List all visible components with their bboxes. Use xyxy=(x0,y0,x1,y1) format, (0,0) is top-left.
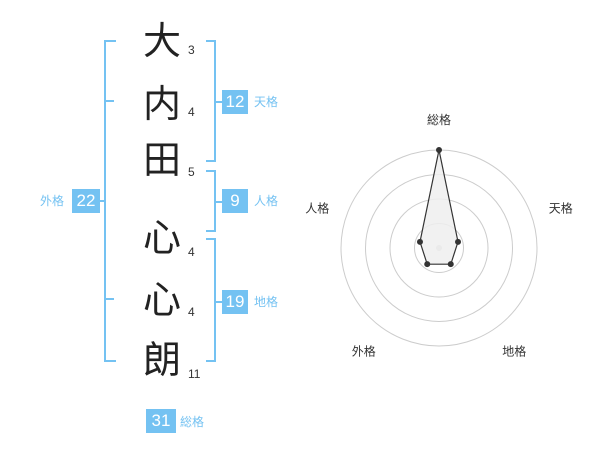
given-char-3: 朗 xyxy=(142,338,181,382)
gaikaku-bracket-tick-top xyxy=(104,100,114,102)
gaikaku-bracket-tick-bottom xyxy=(104,298,114,300)
tenkaku-badge: 12 xyxy=(222,90,248,114)
radar-axis-label-3: 地格 xyxy=(502,344,526,359)
gaikaku-connector xyxy=(97,200,104,202)
gaikaku-badge: 22 xyxy=(72,189,100,213)
radar-point-2 xyxy=(455,238,462,245)
chikaku-badge: 19 xyxy=(222,290,248,314)
surname-char-1: 大 xyxy=(142,19,181,63)
radar-point-5 xyxy=(416,238,423,245)
radar-point-1 xyxy=(436,147,442,153)
soukaku-badge: 31 xyxy=(146,409,176,433)
chikaku-bracket xyxy=(206,238,216,362)
tenkaku-label: 天格 xyxy=(254,95,279,109)
jinkaku-badge: 9 xyxy=(222,189,248,213)
radar-axis-label-4: 外格 xyxy=(352,344,376,359)
soukaku-label: 総格 xyxy=(180,415,205,429)
chikaku-label: 地格 xyxy=(254,295,279,309)
tenkaku-connector xyxy=(214,101,222,103)
radar-axis-label-2: 天格 xyxy=(549,200,573,215)
radar-axis-label-5: 人格 xyxy=(305,200,329,215)
stroke-count-surname-2: 4 xyxy=(188,105,195,119)
gaikaku-bracket xyxy=(104,40,116,362)
jinkaku-connector xyxy=(214,201,222,203)
given-char-1: 心 xyxy=(142,216,181,260)
surname-char-2: 内 xyxy=(142,82,181,126)
given-char-2: 心 xyxy=(142,278,181,322)
gaikaku-label: 外格 xyxy=(40,194,65,208)
stroke-count-surname-3: 5 xyxy=(188,165,195,179)
chikaku-connector xyxy=(214,301,222,303)
stroke-count-surname-1: 3 xyxy=(188,43,195,57)
radar-series-polygon xyxy=(419,149,459,265)
surname-char-3: 田 xyxy=(142,138,181,182)
radar-axis-label-1: 総格 xyxy=(427,112,451,127)
radar-point-3 xyxy=(447,261,454,268)
stroke-count-given-2: 4 xyxy=(188,305,195,319)
jinkaku-label: 人格 xyxy=(254,194,279,208)
radar-point-4 xyxy=(424,261,431,268)
stroke-count-given-3: 11 xyxy=(188,367,201,381)
stroke-count-given-1: 4 xyxy=(188,245,195,259)
